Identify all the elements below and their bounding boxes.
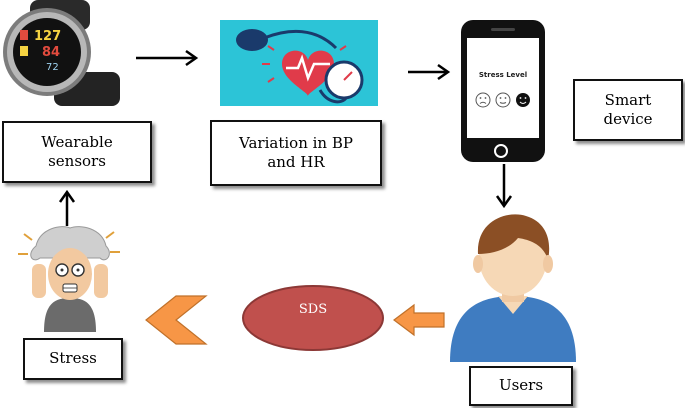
users-label: Users (498, 376, 544, 395)
variation-bp-hr-label: Variation in BP and HR (239, 133, 353, 172)
wearable-sensors-label-box: Wearable sensors (2, 121, 152, 183)
stressed-person-figure (18, 226, 120, 332)
sds-node: SDS (242, 285, 384, 351)
arrow-watch-to-bp (136, 49, 199, 67)
neutral-face-icon (495, 92, 511, 108)
stress-faces (475, 92, 530, 108)
watch-reading-mid: 84 (42, 45, 60, 60)
happy-face-icon (516, 93, 530, 107)
users-label-box: Users (469, 366, 573, 406)
arrow-phone-to-user (495, 164, 513, 209)
smartwatch-image: 127 84 72 (3, 0, 120, 106)
smart-device-label: Smart device (603, 90, 653, 129)
sad-face-icon (475, 92, 491, 108)
stress-label-box: Stress (23, 338, 123, 380)
phone-screen: Stress Level (467, 38, 539, 138)
arrow-bp-to-phone (408, 63, 451, 81)
arrow-stress-to-wearable (58, 189, 76, 226)
phone-home-button (494, 144, 508, 158)
bp-hr-illustration (220, 20, 378, 106)
smart-device-label-box: Smart device (573, 79, 683, 141)
watch-reading-bottom: 72 (46, 62, 59, 73)
wearable-sensors-label: Wearable sensors (41, 132, 113, 171)
user-figure (450, 214, 576, 362)
orange-chevron-sds-to-stress (145, 295, 208, 345)
sds-label: SDS (299, 302, 327, 317)
variation-bp-hr-label-box: Variation in BP and HR (210, 120, 382, 186)
stress-label: Stress (49, 349, 97, 368)
watch-reading-top: 127 (34, 29, 61, 44)
phone-speaker (491, 28, 515, 31)
orange-arrow-user-to-sds (393, 303, 445, 337)
smartphone: Stress Level (461, 20, 545, 162)
phone-screen-title: Stress Level (478, 71, 528, 79)
